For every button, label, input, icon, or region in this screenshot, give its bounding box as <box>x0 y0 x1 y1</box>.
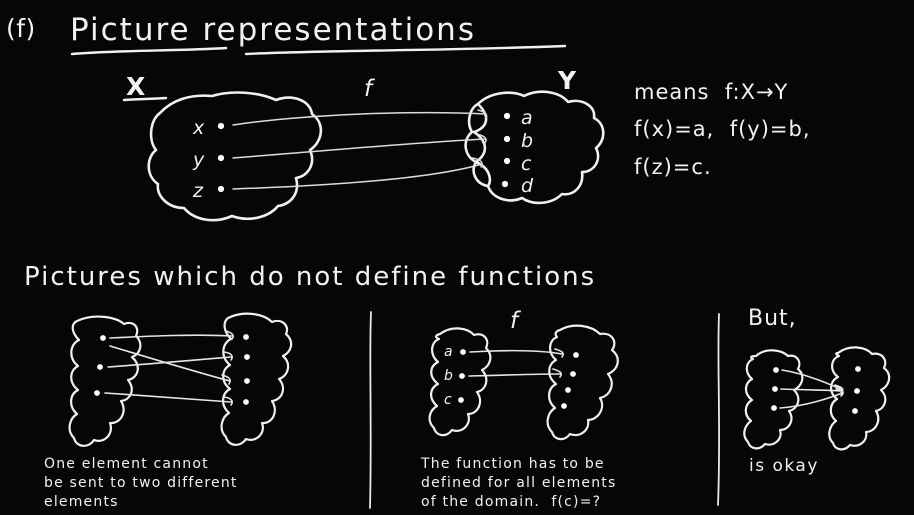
panel-2-right-dot-2 <box>570 371 576 377</box>
codomain-set-blob <box>464 90 605 205</box>
note-line-3: f(z)=c. <box>634 155 712 179</box>
panel-2-arrow-b-to-2 <box>468 373 561 377</box>
domain-element-x: x <box>193 117 205 139</box>
note-line-1: means f:X→Y <box>634 80 789 104</box>
panel-2-arrow-a-to-1-head <box>554 348 564 358</box>
part-tag: (f) <box>6 14 36 43</box>
codomain-dot-d <box>501 180 509 188</box>
panel-3-heading: But, <box>748 306 797 331</box>
panel-1-left-dot-2 <box>97 364 103 370</box>
domain-label-x: X <box>126 72 147 101</box>
domain-dot-y <box>217 154 225 162</box>
panel-2-left-dot-a <box>460 349 466 355</box>
domain-element-y: y <box>193 149 205 171</box>
panel-1-right-blob <box>220 312 293 446</box>
panel-3-right-dot-3 <box>852 408 858 414</box>
panel-3-left-dot-2 <box>772 386 778 392</box>
codomain-dot-c <box>503 157 511 165</box>
codomain-element-d: d <box>521 175 534 197</box>
codomain-dot-b <box>503 135 511 143</box>
map-label-f: f <box>364 76 373 102</box>
panel-1-left-dot-1 <box>100 335 106 341</box>
domain-element-z: z <box>193 180 204 202</box>
panel-3-arrow-3-to-2 <box>779 392 843 409</box>
panel-2-left-element-b: b <box>444 368 454 384</box>
panel-3-left-blob <box>743 349 804 450</box>
panel-3-right-dot-1 <box>855 366 861 372</box>
codomain-element-c: c <box>521 153 532 175</box>
panel-3-left-dot-1 <box>773 367 779 373</box>
panel-2-left-element-c: c <box>444 392 453 408</box>
panel-2-left-dot-b <box>459 373 465 379</box>
panel-1-right-dot-4 <box>243 399 249 405</box>
page-title: Picture representations <box>70 12 476 48</box>
panel-1-arrow-2-to-2-head <box>223 351 233 361</box>
arrow-z-to-c-head <box>471 157 483 168</box>
codomain-label-y: Y <box>558 66 578 95</box>
panel-2-map-label: f <box>510 308 519 334</box>
panel-2-arrow-a-to-1 <box>469 349 563 355</box>
domain-dot-z <box>217 185 225 193</box>
domain-label-underline <box>122 96 168 102</box>
panel-2-right-dot-4 <box>561 403 567 409</box>
codomain-dot-a <box>503 112 511 120</box>
panel-3-right-blob <box>828 346 891 451</box>
panel-1-arrow-3-to-4 <box>104 392 232 403</box>
codomain-blob-notch <box>472 102 492 188</box>
panel-1-right-dot-3 <box>244 378 250 384</box>
panel-1-left-blob <box>68 315 142 447</box>
section-heading: Pictures which do not define functions <box>24 262 597 292</box>
panel-3-arrow-3-to-2-head <box>835 388 844 397</box>
arrow-z-to-c <box>232 163 483 190</box>
panel-2-right-dot-3 <box>565 387 571 393</box>
panel-1-arrow-1-to-1-head <box>225 330 234 340</box>
panel-1-right-dot-1 <box>243 334 249 340</box>
codomain-element-a: a <box>521 107 534 129</box>
panel-2-left-dot-c <box>458 397 464 403</box>
arrow-y-to-b-head <box>476 133 487 144</box>
panel-1-arrow-3-to-4-head <box>223 396 233 406</box>
panel-1-caption: One element cannot be sent to two differ… <box>44 456 238 510</box>
panel-3-caption: is okay <box>749 456 819 476</box>
panel-2-caption: The function has to be defined for all e… <box>421 456 617 510</box>
arrow-x-to-a <box>232 111 487 126</box>
panel-divider-2 <box>717 313 721 506</box>
panel-divider-1 <box>369 311 372 509</box>
codomain-element-b: b <box>521 130 534 152</box>
panel-3-left-dot-3 <box>771 405 777 411</box>
panel-1-right-dot-2 <box>244 354 250 360</box>
panel-1-arrow-1-to-3-head <box>221 374 231 385</box>
note-line-2: f(x)=a, f(y)=b, <box>634 117 811 141</box>
panel-2-right-blob <box>546 324 619 441</box>
panel-3-right-dot-2 <box>854 388 860 394</box>
title-underline-right <box>244 44 567 56</box>
panel-2-arrow-b-to-2-head <box>552 368 562 378</box>
arrow-y-to-b <box>232 138 487 159</box>
panel-2-left-blob <box>428 327 492 437</box>
panel-3-arrow-2-to-2 <box>780 388 843 392</box>
panel-1-left-dot-3 <box>94 390 100 396</box>
panel-1-arrow-1-to-3 <box>109 345 231 382</box>
panel-2-right-dot-1 <box>573 352 579 358</box>
panel-1-arrow-1-to-1 <box>109 334 233 339</box>
panel-3-arrow-1-to-2 <box>781 369 843 391</box>
panel-2-left-element-a: a <box>444 344 454 360</box>
domain-dot-x <box>217 122 225 130</box>
arrow-x-to-a-head <box>477 109 488 119</box>
title-underline-left <box>70 46 228 56</box>
panel-1-arrow-2-to-2 <box>107 356 232 368</box>
domain-set-blob <box>147 91 323 222</box>
